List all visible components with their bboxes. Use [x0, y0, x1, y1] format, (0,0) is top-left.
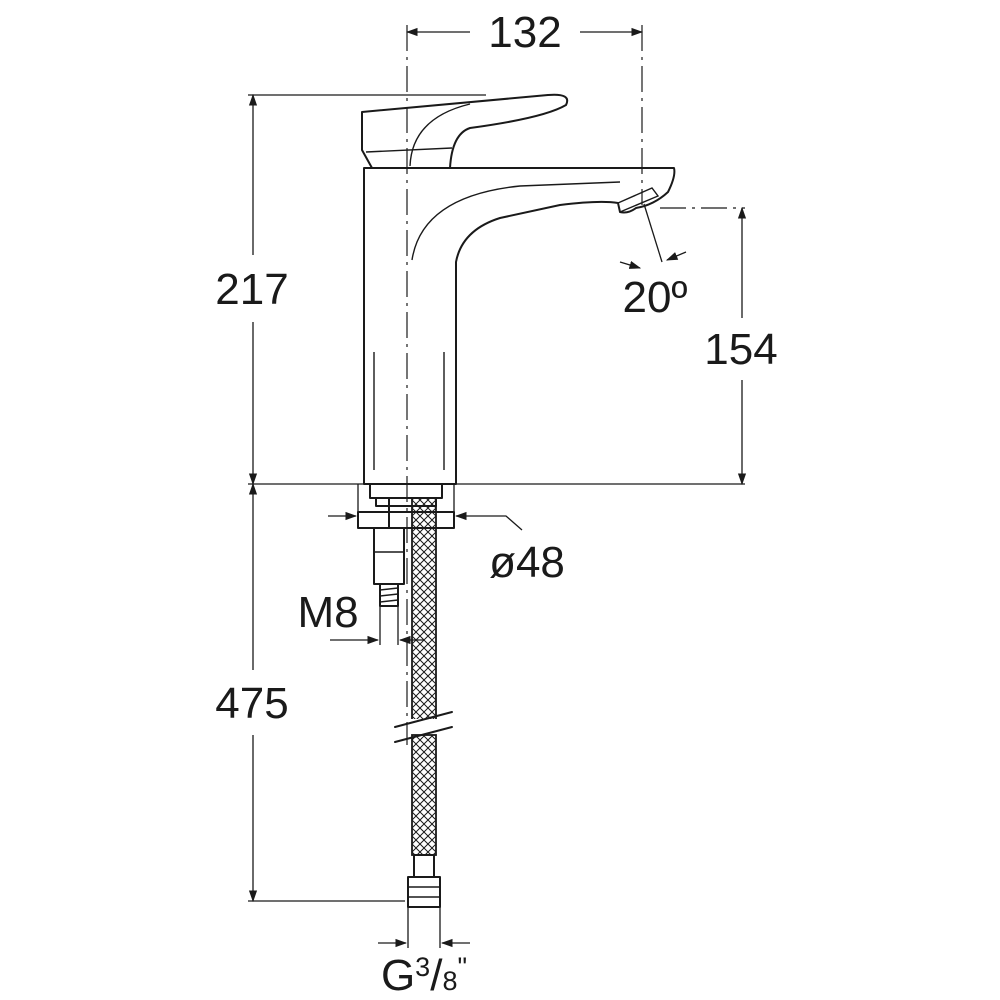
centerlines [406, 25, 745, 745]
angle-ray [643, 203, 663, 263]
lever-handle-base [365, 147, 453, 153]
thread-line-3 [379, 599, 399, 603]
connector-nut [407, 876, 441, 908]
base-ring [369, 483, 443, 499]
label-angle-20: 20º [622, 273, 687, 322]
label-height-217: 217 [215, 265, 288, 314]
dim-48-leader [454, 511, 523, 531]
lever-handle [361, 93, 569, 169]
spout-edge-curve [411, 181, 621, 261]
break-mark-lower [394, 726, 453, 743]
connector-numerator: 3 [415, 952, 430, 982]
connector-denominator: 8 [442, 966, 457, 996]
aerator [617, 187, 660, 213]
connector-ferrule [413, 854, 435, 878]
connector-letter: G [381, 951, 415, 1000]
angle-arrow-right [665, 251, 687, 261]
label-diameter-48: ø48 [489, 538, 565, 587]
connector-slash: / [430, 951, 443, 1000]
label-connector-g38: G3/8" [381, 951, 467, 1000]
mounting-assembly [357, 483, 455, 607]
label-width-132: 132 [488, 8, 561, 57]
label-height-154: 154 [704, 325, 777, 374]
label-length-475: 475 [215, 679, 288, 728]
lever-handle-inner [409, 103, 471, 167]
break-mark-upper [394, 711, 453, 728]
washer [357, 511, 455, 529]
stud-nut [373, 527, 405, 585]
thread-line-1 [379, 587, 399, 591]
angle-arrow-left [619, 261, 642, 269]
hose-lower [411, 734, 437, 856]
spout-and-column [363, 167, 676, 485]
stud-thread [379, 583, 399, 607]
dimension-lines [248, 27, 747, 948]
label-thread-m8: M8 [297, 588, 358, 637]
hose-upper [411, 497, 437, 721]
faucet-body [361, 93, 676, 485]
dimension-labels: 132 217 20º 154 ø48 M8 475 G3/8" [215, 8, 777, 1000]
thread-line-2 [379, 593, 399, 597]
flexible-hose [394, 497, 453, 908]
connector-inch-mark: " [457, 952, 467, 982]
